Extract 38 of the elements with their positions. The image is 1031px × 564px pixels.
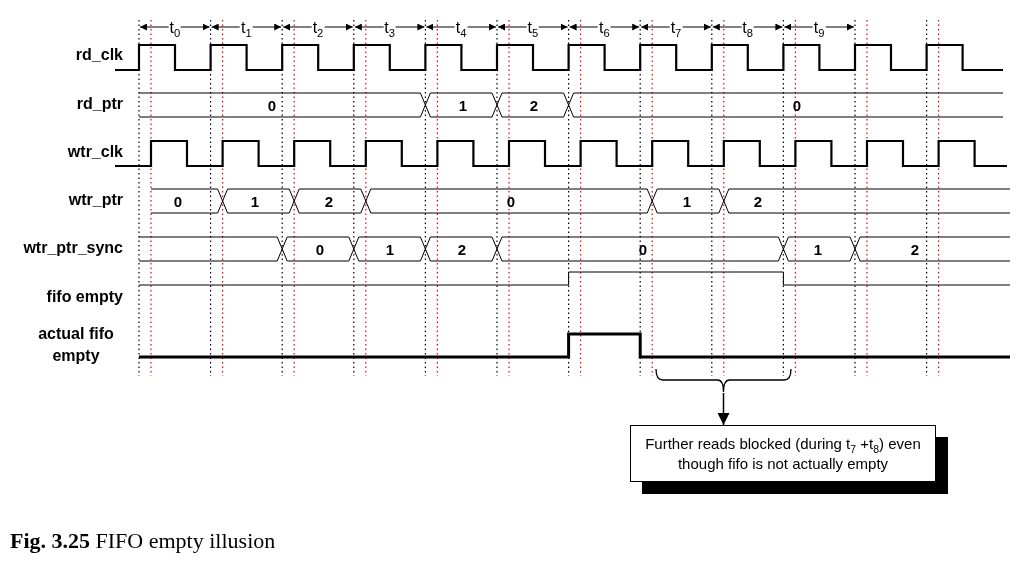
callout-box [630, 425, 948, 494]
signal-name: wtr_ptr_sync [23, 240, 123, 256]
bus-value: 0 [792, 97, 802, 113]
bus-value: 0 [315, 241, 325, 257]
bus-value: 2 [753, 193, 763, 209]
time-label: t$_{3}$ [383, 20, 396, 36]
bus-value: 1 [385, 241, 395, 257]
time-label: t$_{7}$ [669, 20, 683, 36]
bus-value: 1 [682, 193, 692, 209]
time-label: t$_{1}$ [240, 20, 253, 36]
curly-brace [655, 368, 792, 393]
bus-value: 0 [638, 241, 648, 257]
signal-name: wtr_clk [67, 144, 123, 160]
signal-name: rd_clk [75, 47, 123, 63]
signal-name: actual fifo empty [37, 324, 115, 366]
bus-value: 2 [324, 193, 334, 209]
bus-value: 2 [910, 241, 920, 257]
arrow [717, 392, 730, 426]
time-label: t$_{8}$ [741, 20, 754, 36]
bus-value: 2 [457, 241, 467, 257]
bus-value: 1 [813, 241, 823, 257]
signal-name: wtr_ptr [68, 192, 123, 208]
bus-value: 1 [250, 193, 260, 209]
bus-value: 1 [458, 97, 468, 113]
time-label: t$_{5}$ [526, 20, 540, 36]
time-label: t$_{4}$ [454, 20, 468, 36]
time-label: t$_{2}$ [311, 20, 325, 36]
bus-value: 2 [529, 97, 539, 113]
time-label: t$_{0}$ [168, 20, 182, 36]
figure-caption: Fig. 3.25 FIFO empty illusion [10, 528, 276, 554]
bus-value: 0 [506, 193, 516, 209]
time-label: t$_{9}$ [812, 20, 826, 36]
bus-value: 0 [173, 193, 183, 209]
signal-name: fifo empty [46, 289, 123, 305]
bus-value: 0 [267, 97, 277, 113]
time-label: t$_{6}$ [598, 20, 611, 36]
callout-text: Further reads blocked (during t$_{7}$ +t$_{8}$) even though fifo is not actually empty [644, 434, 922, 473]
signal-name: rd_ptr [76, 96, 123, 112]
